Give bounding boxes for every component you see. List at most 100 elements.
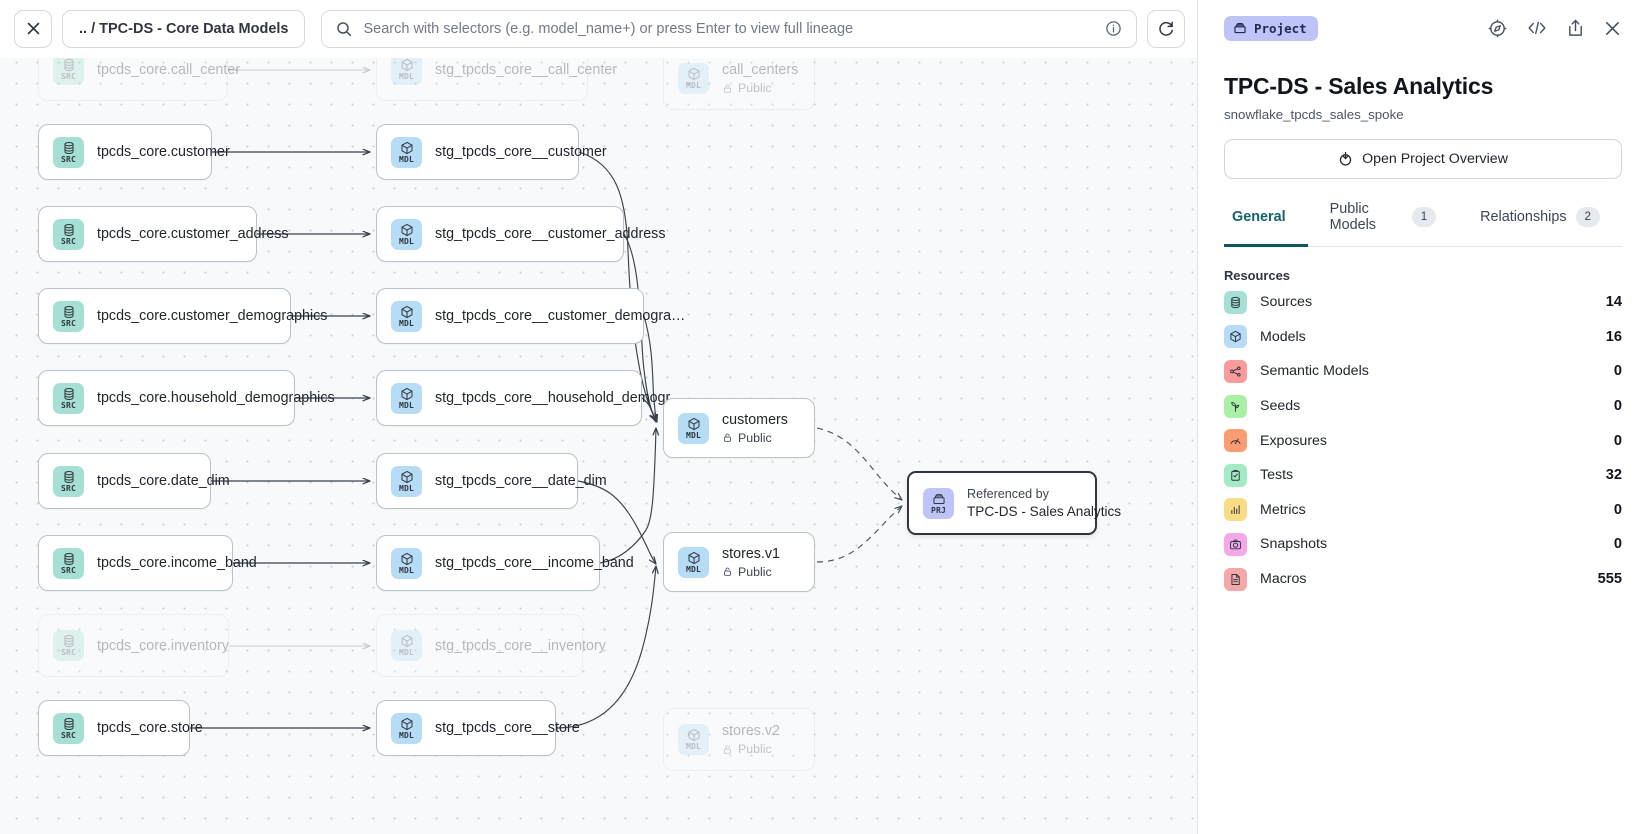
database-icon: SRC — [53, 382, 84, 414]
lock-icon — [722, 83, 733, 94]
cube-icon-glyph — [400, 141, 414, 155]
panel-actions — [1487, 18, 1622, 39]
page-title: TPC-DS - Sales Analytics — [1224, 73, 1494, 99]
node-text: tpcds_core.household_demographics — [97, 390, 335, 406]
database-icon-glyph — [62, 552, 76, 566]
cube-icon — [1224, 325, 1247, 349]
close-lineage-button[interactable] — [14, 9, 52, 48]
cube-icon: MDL — [678, 546, 709, 578]
clipboard-icon — [1224, 463, 1247, 487]
search-input[interactable] — [363, 20, 1094, 37]
database-icon-glyph — [62, 634, 76, 648]
database-icon: SRC — [53, 218, 84, 250]
sprout-icon — [1224, 394, 1247, 418]
node-kind-label: MDL — [398, 400, 415, 410]
database-icon: SRC — [53, 54, 84, 85]
cube-icon: MDL — [391, 54, 422, 85]
node-kind-label: SRC — [60, 565, 77, 575]
share-icon[interactable] — [1566, 18, 1585, 38]
cube-icon-glyph — [687, 728, 701, 742]
resource-name: Tests — [1260, 467, 1294, 484]
cube-icon: MDL — [391, 382, 422, 414]
resources-heading: Resources — [1224, 268, 1290, 283]
cube-icon: MDL — [391, 136, 422, 168]
node-text: tpcds_core.income_band — [97, 555, 257, 571]
node-kind-label: SRC — [60, 730, 77, 740]
open-project-overview-button[interactable]: Open Project Overview — [1224, 139, 1622, 179]
cube-icon: MDL — [391, 712, 422, 744]
tab-general[interactable]: General — [1224, 201, 1308, 247]
graph-node-src_customer_address[interactable]: SRC tpcds_core.customer_address — [38, 206, 289, 262]
node-kind-label: MDL — [398, 730, 415, 740]
code-icon[interactable] — [1526, 18, 1548, 38]
node-label: stg_tpcds_core__date_dim — [435, 473, 607, 489]
node-label: stores.v1 — [722, 545, 781, 562]
search-icon — [336, 21, 352, 37]
node-text: tpcds_core.customer_address — [97, 226, 289, 242]
node-kind-label: MDL — [685, 81, 702, 90]
node-text: tpcds_core.customer_demographics — [97, 308, 327, 324]
node-access-label: Public — [738, 564, 772, 579]
close-panel-icon[interactable] — [1603, 19, 1622, 38]
database-icon-glyph — [62, 387, 76, 401]
graph-node-src_income_band[interactable]: SRC tpcds_core.income_band — [38, 535, 257, 591]
node-label: stores.v2 — [722, 723, 781, 739]
node-kind-label: MDL — [685, 430, 702, 440]
database-icon-glyph — [62, 223, 76, 237]
breadcrumb[interactable]: .. / TPC-DS - Core Data Models — [62, 9, 306, 48]
node-text: tpcds_core.customer — [97, 144, 230, 160]
tab-label: Relationships — [1480, 209, 1567, 225]
database-icon-glyph — [62, 305, 76, 319]
breadcrumb-label: .. / TPC-DS - Core Data Models — [79, 20, 289, 37]
node-label: customers — [722, 411, 788, 428]
resource-kind-label: Project — [1254, 20, 1307, 36]
node-kind-label: MDL — [398, 648, 415, 657]
resource-kind-badge: Project — [1224, 15, 1318, 41]
node-text: stg_tpcds_core__income_band — [435, 555, 634, 571]
info-icon[interactable] — [1105, 20, 1122, 37]
explore-icon[interactable] — [1487, 18, 1508, 39]
tab-relationships[interactable]: Relationships 2 — [1458, 201, 1622, 247]
node-label: tpcds_core.inventory — [97, 637, 229, 654]
graph-node-src_household_demo[interactable]: SRC tpcds_core.household_demographics — [38, 370, 335, 426]
database-icon-glyph — [62, 58, 76, 72]
refresh-button[interactable] — [1147, 9, 1185, 48]
resource-count: 0 — [1613, 501, 1622, 518]
node-kind-label: PRJ — [930, 505, 947, 515]
node-label: tpcds_core.call_center — [97, 61, 241, 78]
tab-count: 2 — [1575, 206, 1600, 228]
refresh-icon — [1157, 20, 1175, 38]
node-kind-label: MDL — [398, 236, 415, 246]
search-box[interactable] — [321, 9, 1137, 48]
